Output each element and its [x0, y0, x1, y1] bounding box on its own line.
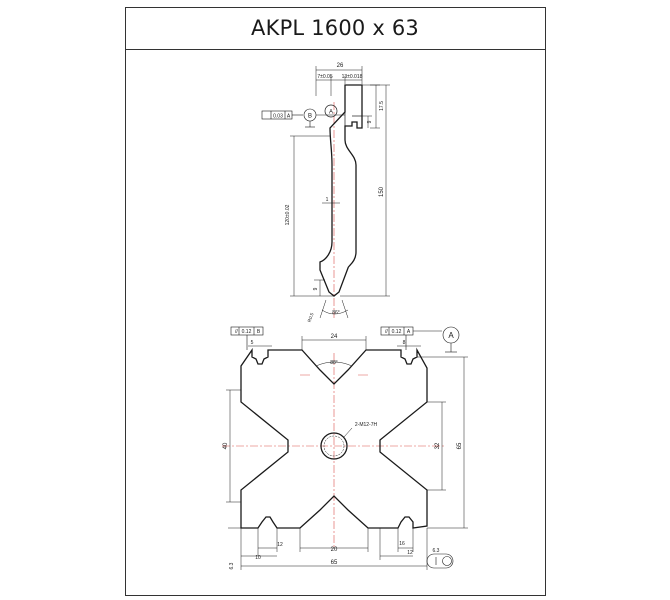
punch-radius: R0.5 [307, 312, 315, 323]
punch-tang-height: 17.5 [379, 101, 385, 111]
die-datum-symbol [426, 553, 454, 569]
punch-body-height-dim [290, 135, 334, 297]
die-bottom-left-ref: 10 [255, 555, 261, 561]
die-thread: 2-M12-7H [355, 422, 378, 428]
punch-body-height: 120±0.02 [285, 204, 291, 225]
die-right-tolerance-value: 0.12 [392, 329, 402, 335]
punch-angle: 86° [332, 310, 340, 316]
punch-tip-height-dim [314, 279, 325, 296]
punch-height: 150 [379, 186, 385, 197]
die-bottom-dims [228, 527, 428, 570]
punch-tip-value: 1 [326, 197, 329, 203]
punch-tip-height: 9 [313, 287, 319, 290]
die-bottom-center: 20 [331, 547, 338, 553]
die-overall-width: 65 [331, 560, 338, 566]
punch-tang-width: 13±0.018 [342, 74, 363, 80]
die-corner-small: 6.3 [229, 562, 235, 569]
parallel-icon: // [235, 329, 238, 335]
die-left-tolerance-frame [230, 326, 264, 350]
punch-drawing: 26 7±0.05 13±0.018 17.5 9 A 0.03 A B [261, 63, 390, 323]
die-top-opening: 24 [331, 334, 338, 340]
parallel-icon: // [385, 329, 388, 335]
punch-datum-b: B [308, 114, 312, 120]
die-bottom-left-slot: 12 [277, 542, 283, 548]
punch-tolerance-value: 0.03 [273, 114, 283, 120]
die-corner-right: 6.3 [433, 548, 440, 554]
die-center-hole [320, 432, 348, 460]
die-right-tolerance-frame [380, 326, 460, 353]
punch-notch-depth: 9 [367, 120, 373, 123]
die-left-dim [226, 389, 241, 503]
punch-tolerance-ref: A [287, 114, 291, 120]
punch-top-width: 26 [337, 63, 344, 69]
punch-height-dim [340, 84, 390, 297]
die-right-tolerance-ref: A [407, 329, 411, 335]
die-bottom-right-ref: 12 [407, 550, 413, 556]
punch-datum-a: A [329, 110, 333, 116]
die-right-inner: 32 [435, 442, 441, 449]
punch-datum-a-circle [324, 104, 338, 118]
die-slot-right-width: 8 [403, 340, 406, 346]
die-left-side: 40 [223, 442, 229, 449]
die-left-tolerance-ref: B [257, 329, 261, 335]
die-right-total: 65 [457, 442, 463, 449]
die-top-dims [248, 336, 421, 367]
die-drawing: 2-M12-7H 24 88° 5 8 // 0.12 [222, 326, 468, 570]
drawing-title: AKPL 1600 x 63 [251, 16, 419, 40]
punch-profile [319, 84, 363, 297]
die-right-dims [417, 356, 468, 529]
die-left-tolerance-value: 0.12 [242, 329, 252, 335]
die-slot-left-width: 5 [251, 340, 254, 346]
sheet-frame [125, 7, 546, 596]
die-top-angle: 88° [330, 360, 338, 366]
die-datum-a: A [448, 331, 454, 340]
title-band: AKPL 1600 x 63 [125, 7, 545, 49]
punch-offset: 7±0.05 [317, 74, 332, 80]
die-bottom-right-slot: 16 [399, 541, 405, 547]
punch-tolerance-frame [261, 108, 345, 128]
